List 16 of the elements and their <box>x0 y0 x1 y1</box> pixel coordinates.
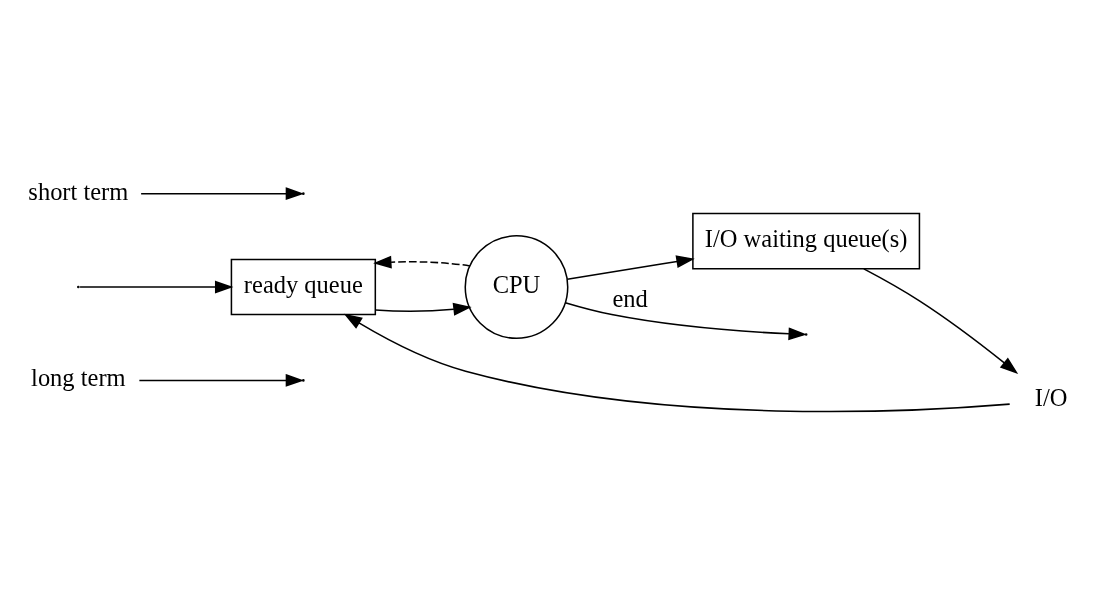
arrow <box>79 280 234 293</box>
arrow <box>374 302 472 316</box>
node-circle: CPU <box>464 234 569 339</box>
arrow <box>863 267 1019 374</box>
arrow <box>373 255 471 269</box>
node-box: ready queue <box>230 258 377 315</box>
edge-label: end <box>612 284 648 312</box>
node-text: long term <box>31 363 126 391</box>
node-text: short term <box>28 176 129 204</box>
node-text: I/O <box>1034 383 1068 411</box>
arrow <box>343 313 1011 412</box>
node-box: I/O waiting queue(s) <box>692 212 921 269</box>
arrow <box>140 186 305 200</box>
arrow <box>564 301 807 340</box>
arrow <box>138 373 305 387</box>
arrow <box>566 254 695 280</box>
